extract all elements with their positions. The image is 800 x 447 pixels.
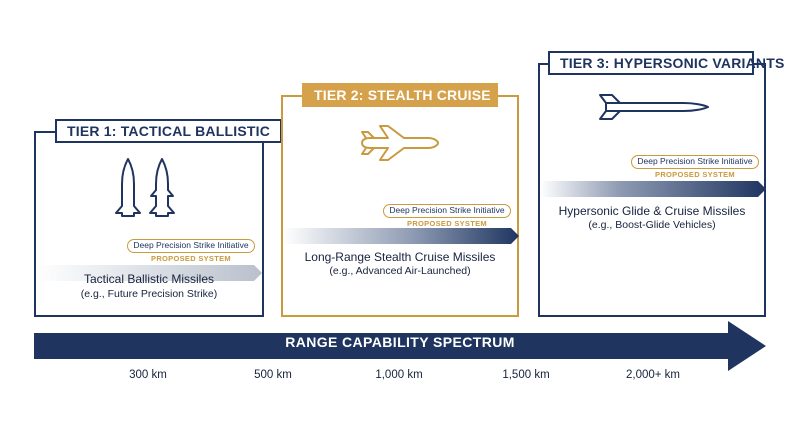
ballistic-missiles-icon: [115, 158, 175, 217]
tier3-system-name: Hypersonic Glide & Cruise Missiles: [558, 204, 746, 218]
tier3-proposed-label: PROPOSED SYSTEM: [655, 170, 735, 179]
tick-label: 2,000+ km: [625, 369, 681, 381]
tick-label: 300 km: [129, 369, 167, 381]
tier2-title: TIER 2: STEALTH CRUISE: [302, 83, 498, 107]
tier2-initiative-pill: Deep Precision Strike Initiative: [383, 204, 511, 218]
tier1-pill-group: Deep Precision Strike Initiative PROPOSE…: [124, 235, 258, 263]
tier1-proposed-label: PROPOSED SYSTEM: [151, 254, 231, 263]
tier2-system-example: (e.g., Advanced Air-Launched): [329, 265, 471, 277]
tier1-system-name: Tactical Ballistic Missiles: [83, 272, 215, 286]
tier1-box: [34, 131, 264, 317]
tier1-title: TIER 1: TACTICAL BALLISTIC: [55, 119, 283, 143]
tick-label: 1,000 km: [375, 369, 423, 381]
tier2-capability-bar: [283, 228, 519, 244]
tier2-pill-group: Deep Precision Strike Initiative PROPOSE…: [380, 200, 514, 228]
tier2-system-name: Long-Range Stealth Cruise Missiles: [304, 250, 496, 264]
tier3-title: TIER 3: HYPERSONIC VARIANTS: [548, 51, 784, 75]
tier2-proposed-label: PROPOSED SYSTEM: [407, 219, 487, 228]
tick-label: 500 km: [254, 369, 292, 381]
tier3-system-example: (e.g., Boost-Glide Vehicles): [588, 219, 716, 231]
hypersonic-missile-icon: [599, 94, 709, 120]
aircraft-icon: [361, 125, 439, 161]
tier1-system-example: (e.g., Future Precision Strike): [80, 288, 218, 300]
tier3-initiative-pill: Deep Precision Strike Initiative: [631, 155, 759, 169]
tick-label: 1,500 km: [502, 369, 550, 381]
tier3-pill-group: Deep Precision Strike Initiative PROPOSE…: [628, 151, 762, 179]
tier1-capability-bar: [36, 265, 262, 281]
tier1-initiative-pill: Deep Precision Strike Initiative: [127, 239, 255, 253]
range-spectrum-label: RANGE CAPABILITY SPECTRUM: [285, 334, 515, 350]
tier3-capability-bar: [540, 181, 766, 197]
range-spectrum-arrow: [34, 321, 766, 371]
